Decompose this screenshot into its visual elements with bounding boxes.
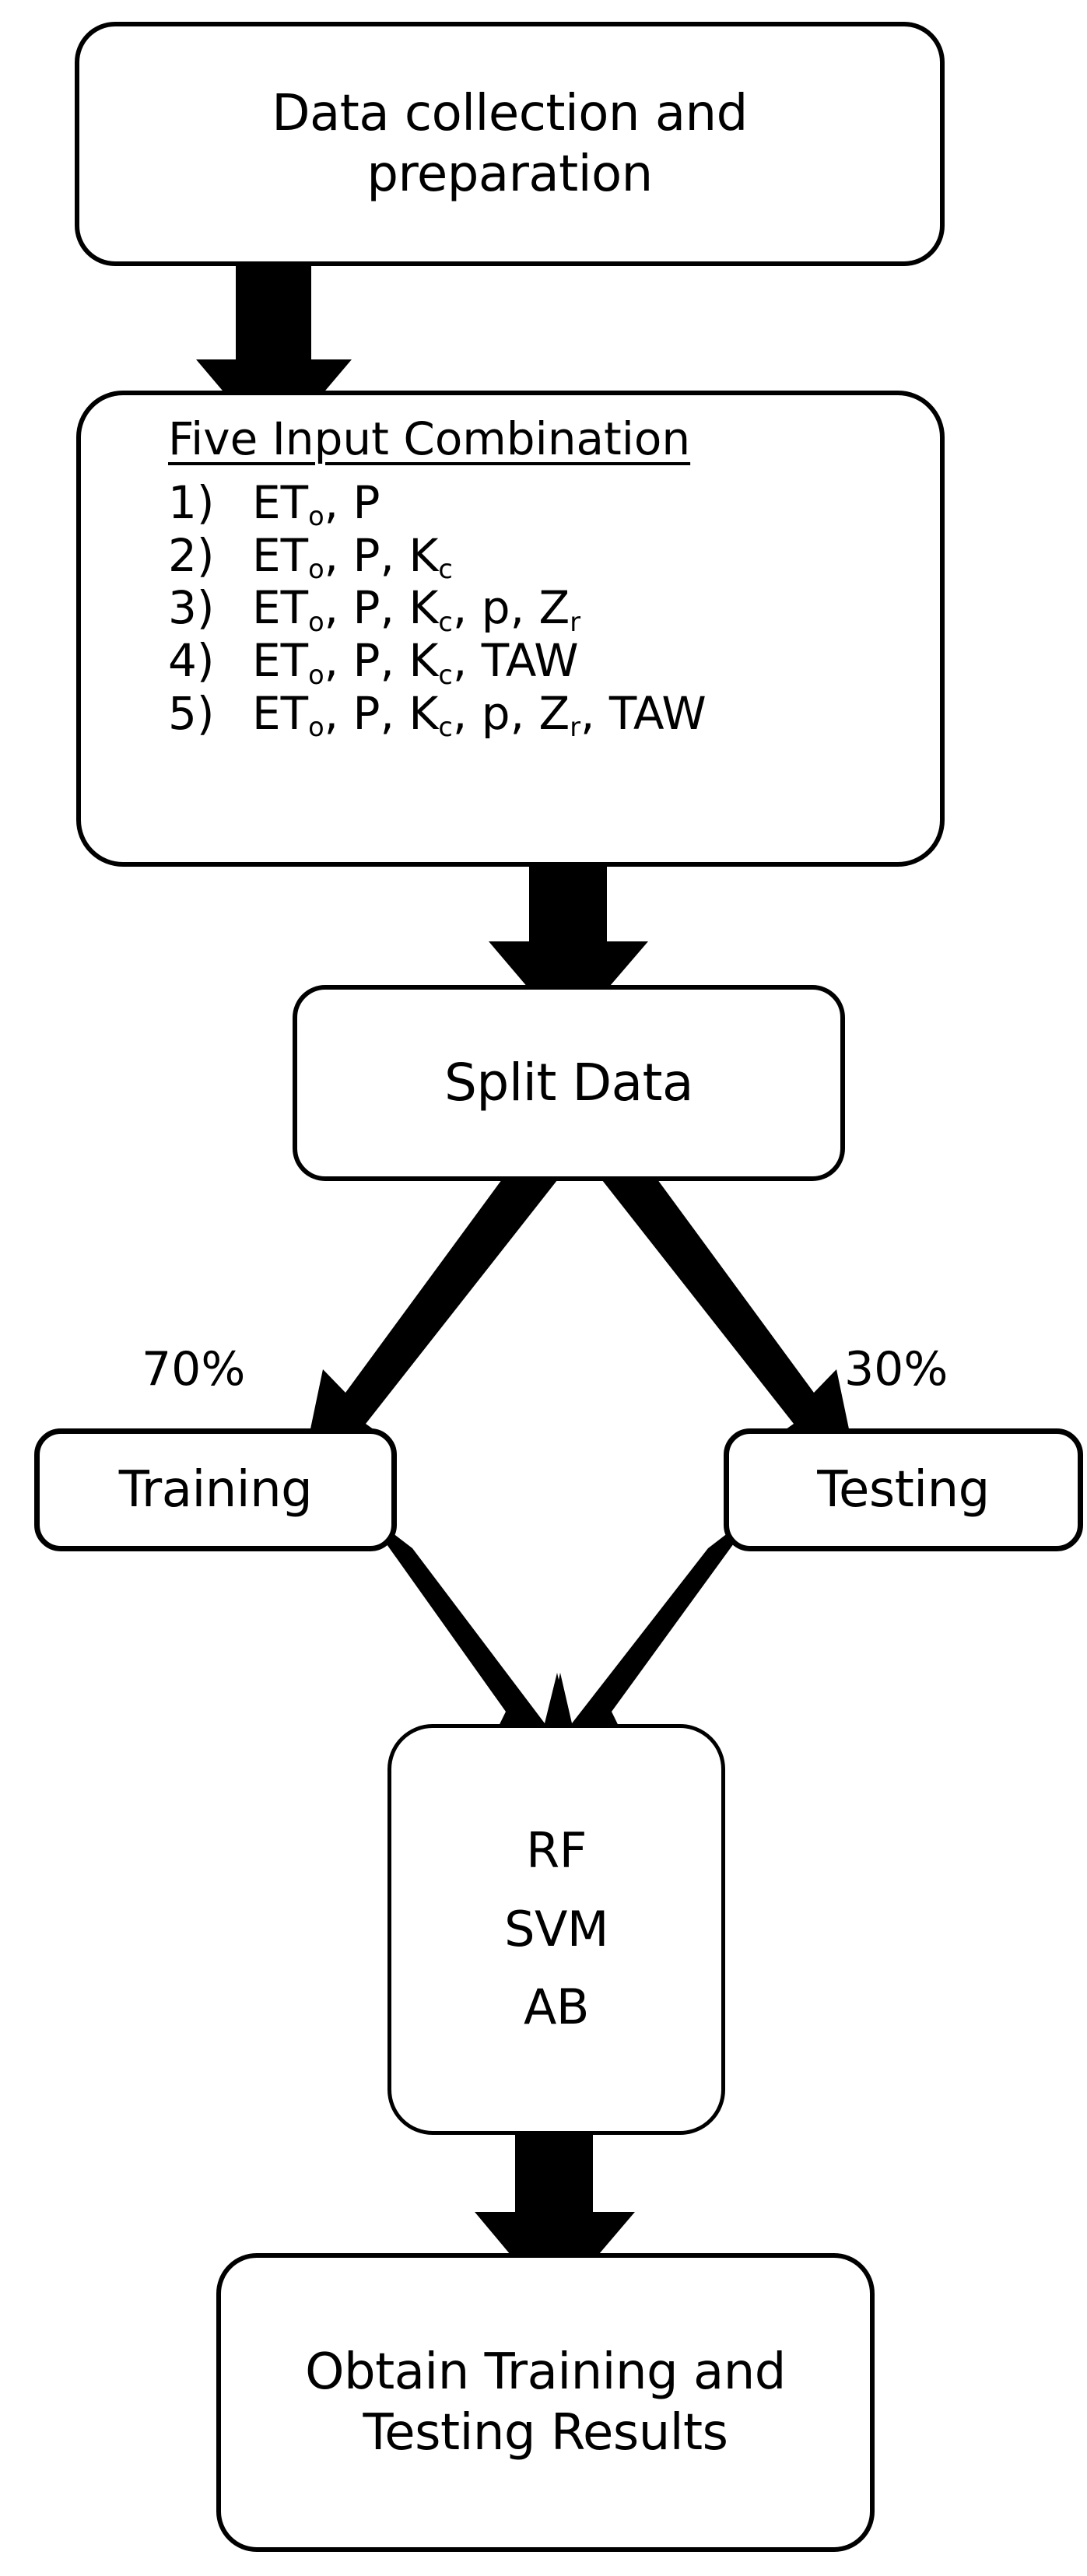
input-combination-row-value: ETo, P, Kc, p, Zr, TAW [252, 686, 707, 743]
node-results-label: Obtain Training and Testing Results [305, 2343, 786, 2462]
node-input-combination[interactable]: Five Input Combination 1) ETo, P 2) ETo, P,… [76, 391, 945, 867]
node-models[interactable]: RF SVM AB [387, 1724, 725, 2135]
input-combination-row-number: 3) [168, 581, 215, 635]
node-split-data-label: Split Data [444, 1052, 693, 1113]
input-combination-row-value: ETo, P, Kc, TAW [252, 634, 579, 690]
node-results[interactable]: Obtain Training and Testing Results [216, 2253, 875, 2552]
node-data-collection[interactable]: Data collection and preparation [75, 22, 945, 266]
node-training[interactable]: Training [34, 1428, 397, 1551]
input-combination-row-value: ETo, P [252, 475, 380, 532]
node-testing-label: Testing [817, 1460, 990, 1519]
input-combination-title: Five Input Combination [168, 412, 691, 465]
label-testing-split: 30% [844, 1342, 948, 1397]
input-combination-row-number: 1) [168, 475, 215, 529]
node-split-data[interactable]: Split Data [293, 985, 845, 1181]
arrow-split-to-training [305, 1176, 560, 1455]
input-combination-row: 5) ETo, P, Kc, p, Zr, TAW [168, 686, 940, 743]
node-models-label: RF SVM AB [504, 1822, 608, 2036]
input-combination-row: 2) ETo, P, Kc [168, 528, 940, 585]
arrow-testing-to-models [542, 1509, 759, 1758]
label-training-split: 70% [142, 1342, 246, 1397]
input-combination-row-number: 2) [168, 528, 215, 582]
arrow-training-to-models [362, 1509, 576, 1758]
node-training-label: Training [118, 1460, 313, 1519]
node-data-collection-label: Data collection and preparation [272, 84, 748, 203]
node-testing[interactable]: Testing [724, 1428, 1083, 1551]
input-combination-content: Five Input Combination 1) ETo, P 2) ETo, P,… [81, 395, 940, 743]
input-combination-row: 3) ETo, P, Kc, p, Zr [168, 581, 940, 637]
input-combination-row-number: 4) [168, 634, 215, 688]
input-combination-row: 4) ETo, P, Kc, TAW [168, 634, 940, 690]
input-combination-row-number: 5) [168, 686, 215, 740]
input-combination-row-value: ETo, P, Kc [252, 528, 453, 585]
input-combination-row-value: ETo, P, Kc, p, Zr [252, 581, 581, 637]
input-combination-row: 1) ETo, P [168, 475, 940, 532]
arrow-split-to-testing [599, 1176, 854, 1455]
